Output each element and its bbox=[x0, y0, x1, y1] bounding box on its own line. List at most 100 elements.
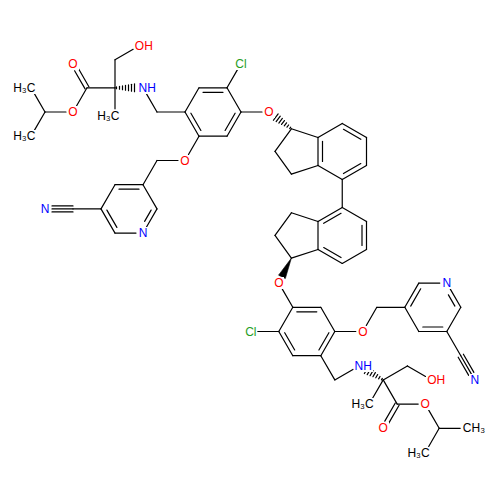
single-bond bbox=[275, 151, 291, 174]
single-bond bbox=[439, 428, 460, 429]
atom-label: O bbox=[67, 58, 78, 70]
ring-double-line bbox=[324, 213, 341, 223]
single-bond bbox=[321, 307, 335, 331]
single-bond bbox=[335, 331, 356, 332]
ring-double-line bbox=[343, 164, 360, 174]
atom-label: OH bbox=[134, 40, 154, 52]
single-bond bbox=[291, 213, 318, 222]
bold-wedge bbox=[279, 258, 292, 278]
single-bond bbox=[143, 185, 157, 209]
atom-label: H₃C bbox=[12, 130, 36, 142]
hashed-wedge bbox=[287, 125, 289, 127]
single-bond bbox=[377, 307, 405, 308]
single-bond bbox=[227, 88, 241, 112]
single-bond bbox=[318, 123, 342, 137]
single-bond bbox=[115, 49, 133, 59]
atom-label: CH₃ bbox=[462, 422, 486, 434]
single-bond bbox=[429, 410, 439, 428]
single-bond bbox=[77, 88, 87, 106]
single-bond bbox=[87, 87, 115, 88]
hashed-wedge bbox=[279, 118, 282, 123]
hashed-wedge bbox=[125, 85, 126, 90]
single-bond bbox=[157, 111, 185, 112]
single-bond bbox=[185, 88, 199, 112]
hashed-wedge bbox=[379, 376, 380, 378]
single-bond bbox=[147, 94, 157, 112]
single-bond bbox=[342, 207, 366, 221]
single-bond bbox=[275, 235, 291, 258]
single-bond bbox=[407, 366, 425, 376]
single-bond bbox=[335, 369, 353, 379]
single-bond bbox=[188, 136, 199, 154]
single-bond bbox=[405, 307, 419, 331]
single-bond bbox=[241, 111, 262, 112]
single-bond bbox=[114, 88, 115, 109]
single-bond bbox=[73, 208, 101, 209]
ring-double-line bbox=[119, 189, 139, 190]
atom-label: O bbox=[273, 277, 284, 289]
atom-label: NH bbox=[354, 360, 373, 372]
atom-label: O bbox=[67, 106, 78, 118]
ring-double-line bbox=[203, 92, 223, 93]
ring-bond bbox=[419, 331, 447, 332]
atom-label: H₃C bbox=[12, 82, 36, 94]
hashed-wedge bbox=[276, 116, 280, 121]
single-bond bbox=[157, 160, 178, 161]
atom-label: Cl bbox=[234, 58, 247, 70]
ring-double-line bbox=[285, 333, 295, 350]
atom-label: H₃C bbox=[406, 447, 430, 459]
atom-label: H₃C bbox=[96, 110, 120, 122]
hashed-wedge bbox=[119, 86, 120, 89]
single-bond bbox=[383, 366, 407, 380]
double-bond bbox=[389, 405, 399, 423]
hashed-wedge bbox=[376, 375, 378, 378]
ring-double-line bbox=[343, 129, 360, 139]
single-bond bbox=[293, 355, 321, 356]
single-bond bbox=[199, 136, 227, 137]
ring-double-line bbox=[191, 113, 201, 130]
single-bond bbox=[258, 331, 279, 332]
ring-bond bbox=[199, 87, 227, 88]
triple-bond bbox=[52, 205, 73, 206]
bonds bbox=[35, 49, 474, 446]
single-bond bbox=[114, 60, 115, 88]
single-bond bbox=[101, 185, 115, 209]
ring-double-line bbox=[448, 295, 454, 306]
atom-label: O bbox=[179, 155, 190, 167]
atom-label: H₃C bbox=[350, 398, 374, 410]
single-bond bbox=[275, 213, 291, 236]
atom-label: NH bbox=[138, 82, 157, 94]
triple-bond bbox=[52, 211, 73, 212]
ring-bond bbox=[366, 221, 367, 249]
hashed-wedge bbox=[290, 127, 291, 128]
single-bond bbox=[397, 404, 418, 405]
single-bond bbox=[317, 221, 318, 249]
single-bond bbox=[35, 94, 45, 112]
hashed-wedge bbox=[116, 87, 117, 89]
single-bond bbox=[115, 233, 136, 234]
ring-double-line bbox=[107, 210, 117, 227]
single-bond bbox=[45, 111, 66, 112]
hashed-wedge bbox=[282, 121, 285, 125]
hashed-wedge bbox=[122, 86, 123, 90]
single-bond bbox=[291, 129, 318, 138]
hashed-wedge bbox=[134, 84, 135, 92]
single-bond bbox=[143, 161, 157, 185]
atom-label: N bbox=[138, 227, 149, 239]
ring-bond bbox=[147, 209, 157, 227]
single-bond bbox=[419, 283, 440, 284]
atom-label: N bbox=[40, 203, 51, 215]
single-bond bbox=[318, 165, 342, 179]
hashed-wedge bbox=[373, 373, 375, 377]
ring-double-line bbox=[145, 210, 151, 221]
single-bond bbox=[35, 112, 45, 130]
ring-double-line bbox=[322, 141, 323, 161]
single-bond bbox=[321, 356, 335, 380]
single-bond bbox=[447, 307, 461, 331]
atom-label: N bbox=[441, 277, 452, 289]
hashed-wedge bbox=[128, 85, 129, 91]
atom-label: N bbox=[469, 374, 480, 386]
ring-double-line bbox=[411, 289, 421, 306]
